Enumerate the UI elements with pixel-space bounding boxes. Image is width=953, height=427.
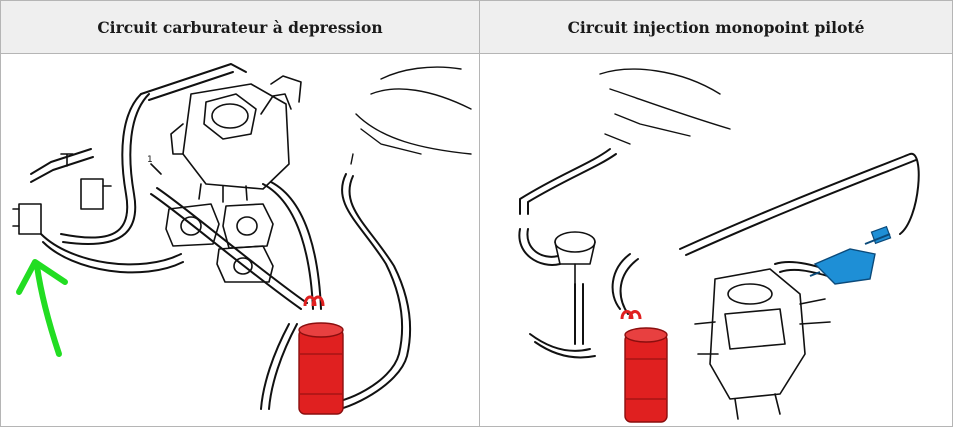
carburetor-drawing (150, 75, 302, 203)
vacuum-hoses (518, 148, 920, 359)
charcoal-canister (620, 310, 668, 423)
charcoal-canister (298, 295, 344, 415)
injection-circuit-diagram (518, 68, 920, 423)
purge-solenoid-valve (809, 225, 892, 285)
column-divider (479, 1, 480, 426)
injection-diagram-cell (480, 54, 952, 426)
pressure-regulator (554, 231, 596, 285)
callout-label: 1 (147, 155, 153, 165)
car-body-drawing (599, 68, 731, 145)
carburetor-circuit-diagram: 1 (12, 63, 472, 415)
car-body-drawing (350, 66, 472, 165)
vacuum-hoses (30, 63, 412, 411)
table-header-row: Circuit carburateur à depression Circuit… (1, 1, 952, 54)
header-carburetor-circuit: Circuit carburateur à depression (97, 17, 383, 37)
manifold-drawing (165, 203, 274, 283)
solenoid-valves (12, 153, 112, 235)
carburetor-diagram-cell: 1 (1, 54, 479, 426)
header-injection-circuit: Circuit injection monopoint piloté (567, 17, 865, 37)
throttle-body-drawing (694, 268, 831, 420)
green-annotation-arrow (16, 259, 68, 357)
